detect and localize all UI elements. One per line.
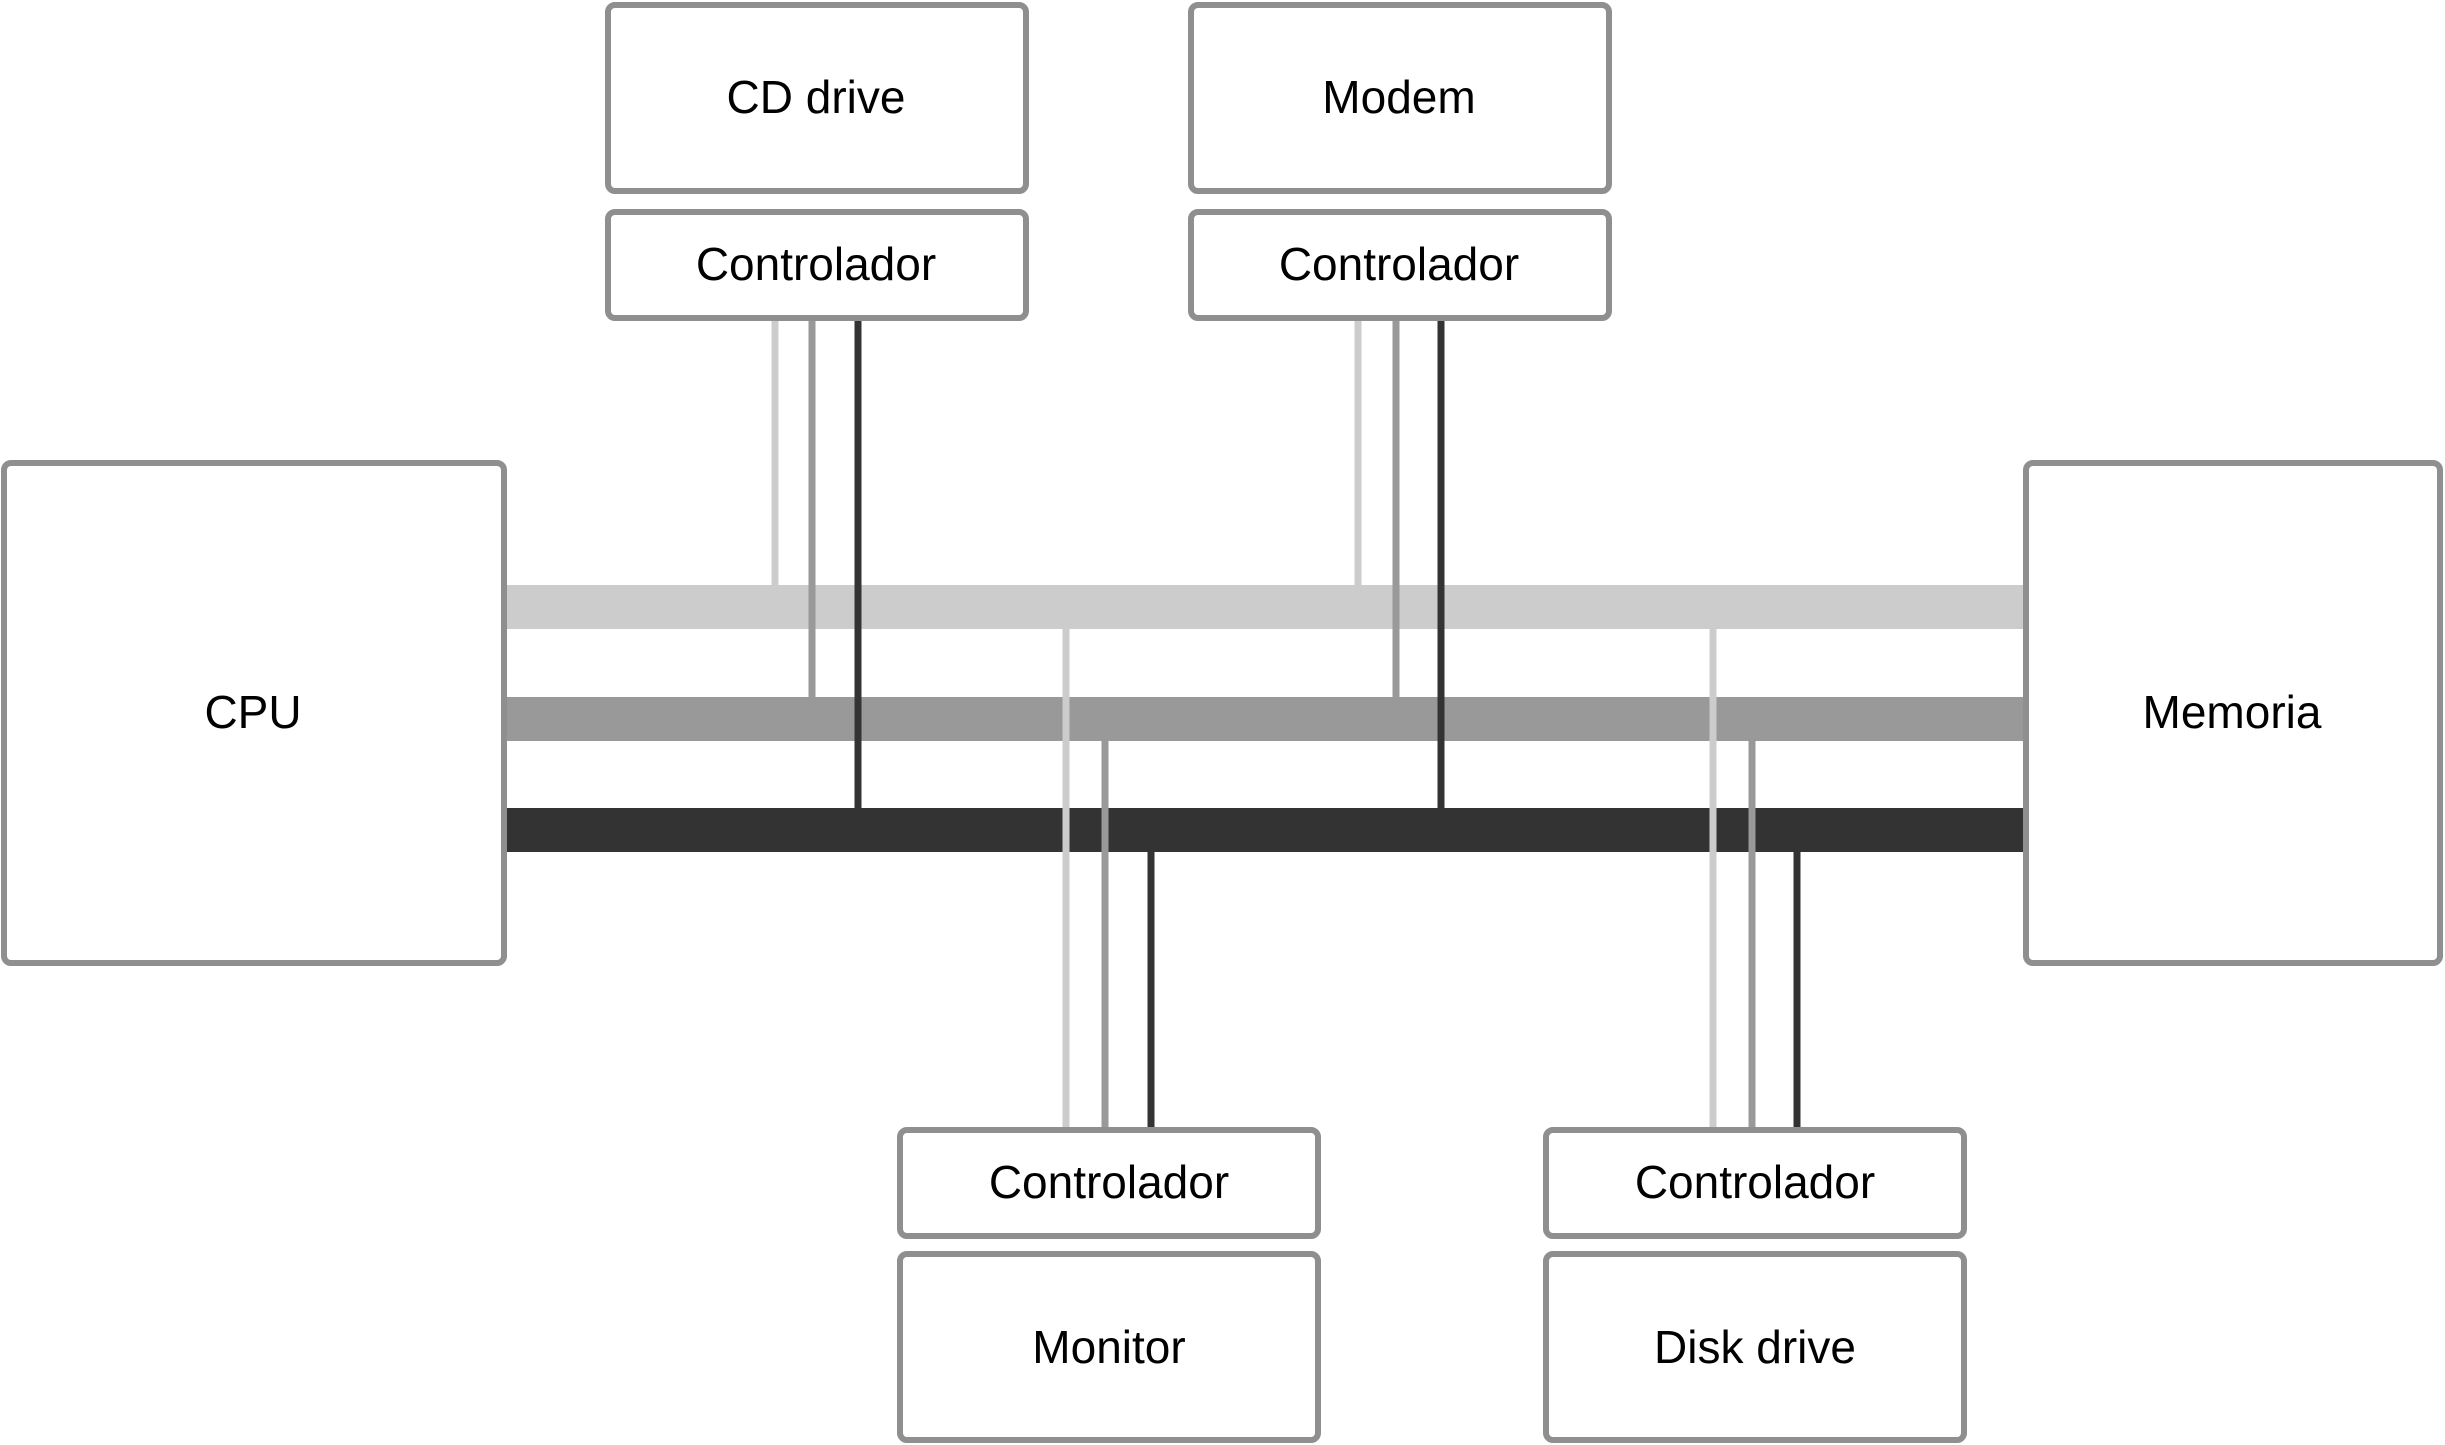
cd-drive-controller-box [605, 209, 1029, 321]
disk-drive-controller-label: Controlador [1635, 1156, 1875, 1208]
monitor-controller-label: Controlador [989, 1156, 1229, 1208]
disk-drive-label: Disk drive [1654, 1321, 1856, 1373]
cd-drive-box [605, 2, 1029, 194]
cd-drive-controller-label: Controlador [696, 238, 936, 290]
monitor-label: Monitor [1032, 1321, 1185, 1373]
system-buses [500, 585, 2030, 852]
cpu-box [1, 460, 507, 966]
disk-drive-box [1543, 1251, 1967, 1443]
monitor-box [897, 1251, 1321, 1443]
disk-drive-controller-box [1543, 1127, 1967, 1239]
disk-drive-block: Controlador Disk drive [1543, 1127, 1967, 1443]
cd-drive-label: CD drive [727, 71, 906, 123]
memory-label: Memoria [2143, 686, 2322, 738]
bus-medium [500, 697, 2030, 741]
connectors-monitor [1062, 629, 1155, 1130]
cpu-label: CPU [204, 686, 301, 738]
modem-label: Modem [1322, 71, 1475, 123]
modem-controller-box [1188, 209, 1612, 321]
cd-drive-block: CD drive Controlador [605, 2, 1029, 321]
modem-box [1188, 2, 1612, 194]
modem-block: Modem Controlador [1188, 2, 1612, 321]
connectors-disk-drive [1709, 629, 1801, 1130]
monitor-block: Controlador Monitor [897, 1127, 1321, 1443]
monitor-controller-box [897, 1127, 1321, 1239]
modem-controller-label: Controlador [1279, 238, 1519, 290]
memory-block: Memoria [2023, 460, 2443, 966]
cpu-block: CPU [1, 460, 507, 966]
connectors-modem [1354, 318, 1445, 808]
bus-light [500, 585, 2030, 629]
memory-box [2023, 460, 2443, 966]
connectors-cd-drive [771, 318, 862, 808]
bus-dark [500, 808, 2030, 852]
